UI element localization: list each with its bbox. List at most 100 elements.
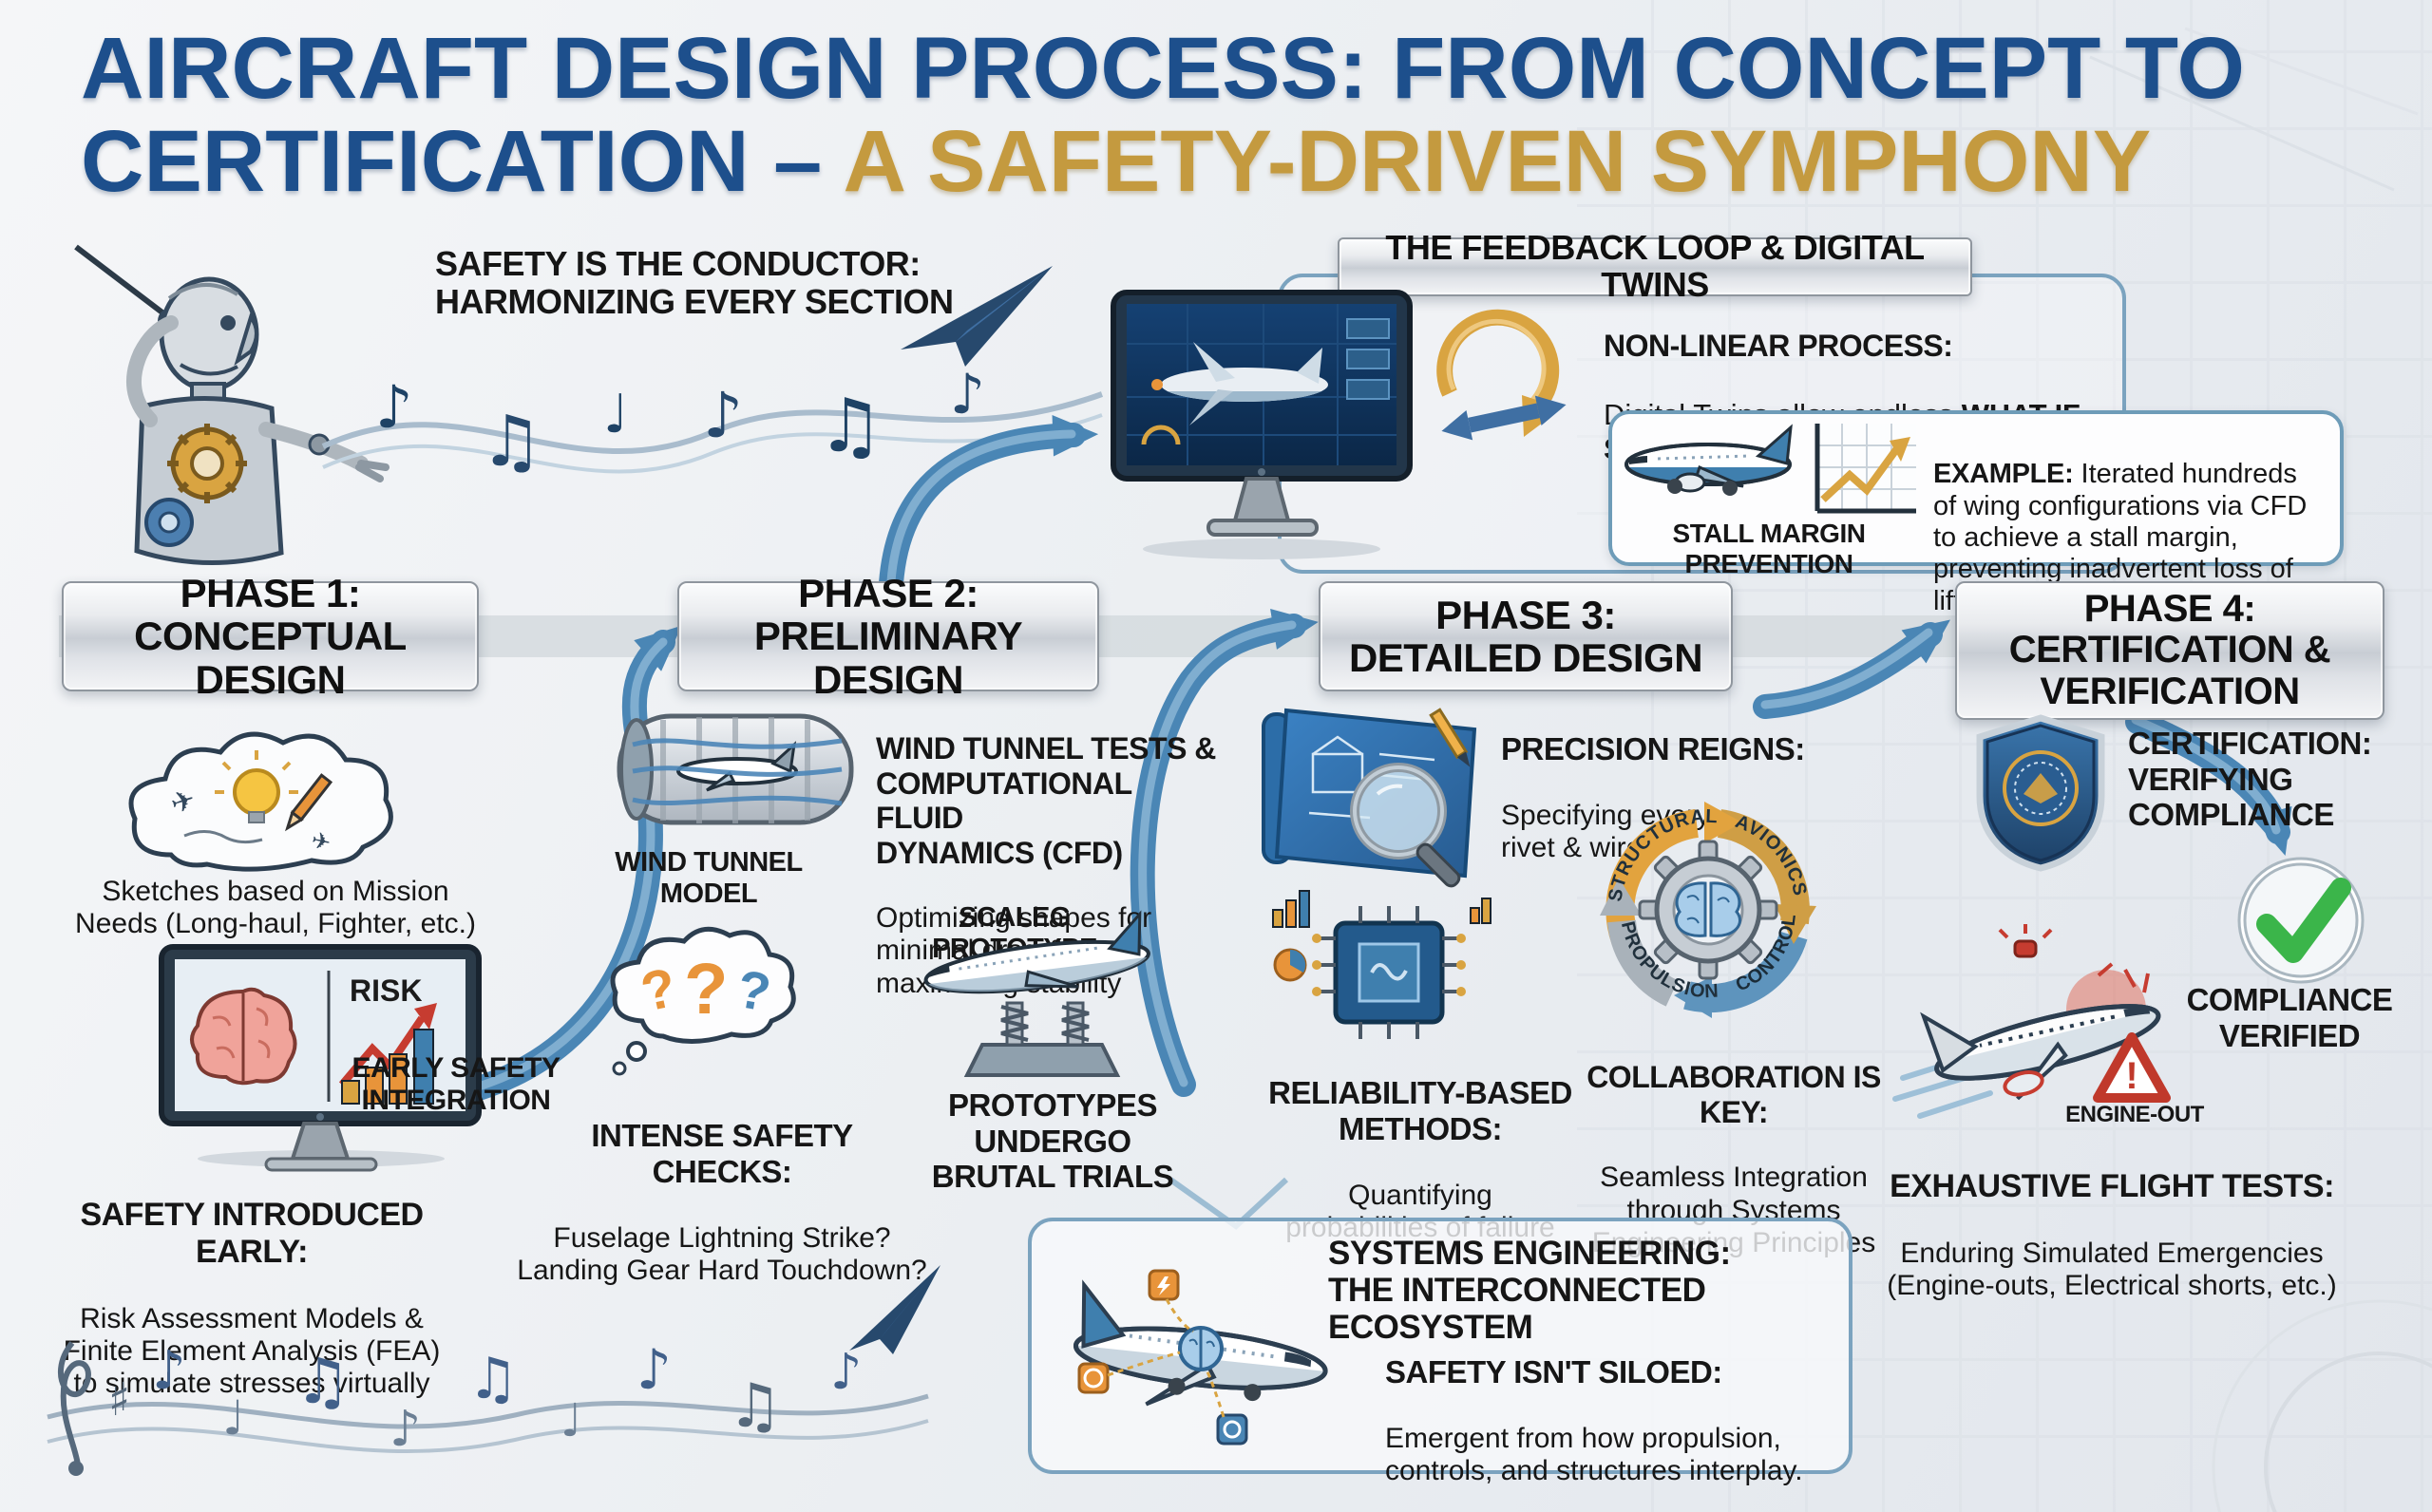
siren-icon (2013, 939, 2038, 958)
gear-icon (1083, 1368, 1104, 1389)
feedback-cycle-icon (1436, 309, 1567, 441)
siloed-body: Emergent from how propulsion, controls, … (1385, 1422, 1803, 1487)
circuit-chip-illustration (1272, 890, 1492, 1039)
title-line2-blue: CERTIFICATION – (81, 113, 844, 210)
precision-body: Specifying every rivet & wire (1501, 799, 1711, 864)
paper-airplane-icon (901, 266, 1053, 367)
risk-monitor-illustration: RISK (159, 944, 482, 1172)
paper-airplane-icon (849, 1265, 940, 1354)
certification-shield-icon (1976, 714, 2105, 872)
prototype-rig-illustration (923, 910, 1150, 1077)
title-line2-gold: A SAFETY-DRIVEN SYMPHONY (843, 113, 2152, 210)
concept-cloud-illustration: ✈ ✈ (128, 731, 393, 872)
music-staff-illustration: ♯ ♪ ♩ ♫ ♪ ♫ ♩ ♪ ♫ ♪ (47, 1265, 940, 1476)
sketches-caption: Sketches based on Mission Needs (Long-ha… (75, 876, 476, 940)
pencil-icon (284, 773, 333, 832)
nonlinear-title: NON-LINEAR PROCESS: (1604, 328, 1953, 363)
question-cloud-illustration: ? ? ? (610, 926, 796, 1076)
example-text: EXAMPLE: Iterated hundreds of wing confi… (1933, 459, 2308, 616)
music-note-icon: ♪ (636, 1337, 672, 1402)
systems-ring-diagram: STRUCTURAL AVIONICS PROPULSION CONTROLS (1559, 772, 1816, 1018)
music-note-icon: ♪ (950, 362, 985, 426)
brutal-trials-label: PROTOTYPES UNDERGO BRUTAL TRIALS (931, 1087, 1174, 1195)
example-box: STALL MARGIN PREVENTION EXAMPLE: Iterate… (1608, 410, 2344, 616)
emergency-plane-illustration (1892, 924, 2161, 1119)
music-note-icon: ♩ (222, 1390, 245, 1446)
risk-arrow-icon (338, 1015, 426, 1087)
warning-triangle-icon: ! (2093, 1032, 2171, 1103)
music-note-icon: ♫ (294, 1345, 351, 1418)
test-rig-base (963, 1043, 1121, 1077)
robot-conductor-illustration (74, 244, 390, 566)
pencil-icon (1429, 708, 1471, 767)
music-note-icon: ♩ (603, 384, 628, 445)
conductor-baton-icon (74, 244, 173, 322)
title-line1: AIRCRAFT DESIGN PROCESS: FROM CONCEPT TO (81, 20, 2245, 117)
robot-eye (220, 315, 236, 331)
stall-margin-chart-icon (1814, 424, 1916, 514)
music-note-icon: ♫ (467, 1346, 519, 1412)
risk-label: RISK (350, 973, 422, 1008)
music-note-icon: ♫ (817, 384, 884, 469)
music-note-icon: ♫ (728, 1371, 782, 1442)
music-note-icon: ♪ (152, 1340, 186, 1402)
treble-clef-icon (58, 1341, 91, 1476)
music-note-icon: ♩ (560, 1394, 582, 1447)
music-note-icon: ♪ (703, 379, 743, 452)
lightbulb-icon (233, 768, 280, 816)
phase1-header: PHASE 1: CONCEPTUAL DESIGN (62, 572, 479, 701)
phase4-header: PHASE 4: CERTIFICATION & VERIFICATION (1955, 581, 2384, 720)
phase3-header: PHASE 3: DETAILED DESIGN (1319, 581, 1733, 691)
stall-plane-icon (1624, 424, 1793, 496)
certification-text: CERTIFICATION: VERIFYING COMPLIANCE (2128, 726, 2372, 833)
question-mark: ? (684, 949, 728, 1030)
intense-checks-body: Fuselage Lightning Strike? Landing Gear … (517, 1221, 927, 1286)
sharp-icon: ♯ (108, 1373, 130, 1427)
system-node-icons (1077, 1269, 1248, 1446)
reliability-title: RELIABILITY-BASED METHODS: (1268, 1075, 1572, 1146)
wind-tunnel-label: WIND TUNNEL MODEL (615, 847, 803, 910)
spring-icon (1000, 1005, 1029, 1042)
digital-twin-monitor-illustration (1111, 290, 1413, 559)
intense-checks-title: INTENSE SAFETY CHECKS: (591, 1118, 853, 1189)
blueprint-magnifier-illustration (1262, 708, 1477, 888)
systems-header: SYSTEMS ENGINEERING: THE INTERCONNECTED … (1328, 1235, 1731, 1347)
music-note-icon: ♪ (830, 1344, 862, 1401)
phase2-header: PHASE 2: PRELIMINARY DESIGN (677, 572, 1099, 701)
conductor-heading: SAFETY IS THE CONDUCTOR: HARMONIZING EVE… (435, 244, 954, 322)
systems-plane-illustration (1073, 1269, 1328, 1446)
ring-structural-arc (1606, 809, 1700, 946)
brain-icon (1675, 881, 1741, 937)
lightning-icon (1157, 1276, 1170, 1295)
flight-tests-title: EXHAUSTIVE FLIGHT TESTS: (1890, 1168, 2334, 1205)
precision-block: PRECISION REIGNS: Specifying every rivet… (1501, 699, 1824, 898)
robot-left-arm (126, 315, 179, 427)
wind-tunnel-illustration (617, 713, 854, 825)
music-note-icon: ♪ (390, 1401, 421, 1458)
music-wave-illustration: ♪ ♫ ♩ ♪ ♫ ♪ (321, 362, 1104, 482)
music-note-icon: ♫ (480, 401, 542, 482)
warning-exclamation: ! (2125, 1055, 2138, 1097)
spring-icon (1061, 1005, 1090, 1042)
arrow-phase2-to-digital-twin (879, 414, 1099, 595)
title-line2: CERTIFICATION – A SAFETY-DRIVEN SYMPHONY (81, 118, 2245, 205)
stall-caption: STALL MARGIN PREVENTION (1672, 519, 1866, 578)
ring-propulsion-arc (1607, 919, 1679, 1007)
collaboration-title: COLLABORATION IS KEY: (1586, 1060, 1881, 1129)
page-title: AIRCRAFT DESIGN PROCESS: FROM CONCEPT TO… (81, 25, 2245, 205)
cfd-title: WIND TUNNEL TESTS & COMPUTATIONAL FLUID … (876, 731, 1216, 870)
compliance-verified-label: COMPLIANCE VERIFIED (2186, 982, 2393, 1053)
safety-introduced-title: SAFETY INTRODUCED EARLY: (80, 1197, 424, 1270)
engine-out-label: ENGINE-OUT (2065, 1102, 2204, 1127)
siloed-title: SAFETY ISN'T SILOED: (1385, 1354, 1722, 1390)
ring-avionics-arc (1717, 809, 1810, 925)
early-safety-label: EARLY SAFETY INTEGRATION (352, 1052, 560, 1117)
compliance-check-icon (2237, 857, 2365, 984)
flight-tests-body: Enduring Simulated Emergencies (Engine-o… (1887, 1238, 2337, 1302)
intense-checks-block: INTENSE SAFETY CHECKS: Fuselage Lightnin… (513, 1086, 931, 1319)
flight-tests-block: EXHAUSTIVE FLIGHT TESTS: Enduring Simula… (1870, 1136, 2354, 1335)
music-note-icon: ♪ (375, 372, 413, 442)
